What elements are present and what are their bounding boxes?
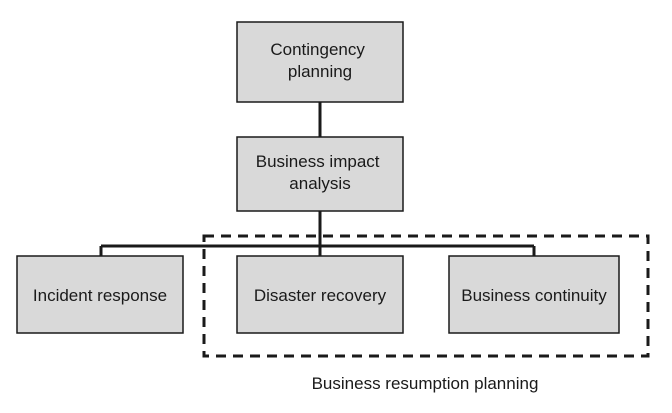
node-business-continuity-box <box>448 255 620 334</box>
node-contingency-planning-line1: Contingency <box>270 40 365 59</box>
node-contingency-planning: Contingency planning <box>236 21 404 103</box>
connectors <box>99 102 536 256</box>
node-disaster-recovery: Disaster recovery <box>236 255 404 334</box>
node-disaster-recovery-box <box>236 255 404 334</box>
svg-text:Contingency planning: Contingency planning <box>270 40 369 81</box>
business-resumption-caption: Business resumption planning <box>312 374 539 393</box>
node-business-impact-analysis: Business impact analysis <box>236 136 404 212</box>
business-resumption-group-border <box>202 234 650 358</box>
svg-text:Business impact analysis: Business impact analysis <box>256 152 385 193</box>
node-contingency-planning-box <box>236 21 404 103</box>
node-business-impact-analysis-line1: Business impact <box>256 152 380 171</box>
node-business-impact-analysis-line2: analysis <box>289 174 350 193</box>
node-business-continuity: Business continuity <box>448 255 620 334</box>
node-incident-response: Incident response <box>16 255 184 334</box>
node-business-impact-analysis-box <box>236 136 404 212</box>
node-contingency-planning-line2: planning <box>288 62 352 81</box>
node-incident-response-label: Incident response <box>33 286 167 305</box>
node-disaster-recovery-label: Disaster recovery <box>254 286 387 305</box>
node-incident-response-box <box>16 255 184 334</box>
node-business-continuity-label: Business continuity <box>461 286 607 305</box>
